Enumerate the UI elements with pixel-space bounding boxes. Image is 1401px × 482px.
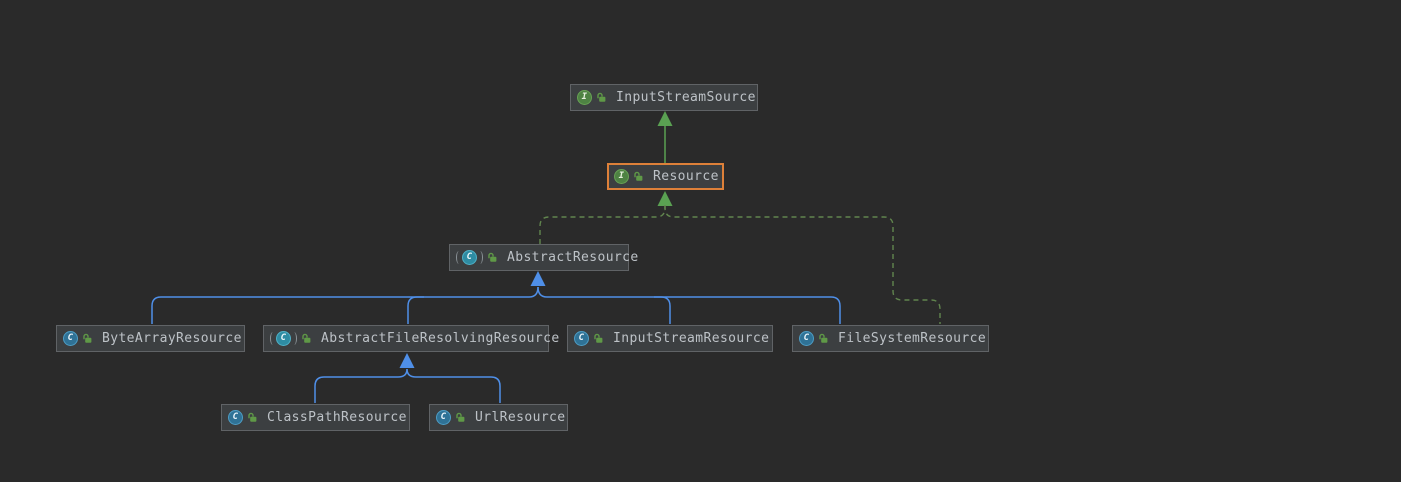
arrowhead-abstractresource [530, 271, 546, 286]
class-icon-letter: C [232, 412, 239, 422]
node-resource[interactable]: I Resource [607, 163, 724, 190]
node-url-resource[interactable]: C UrlResource [429, 404, 568, 431]
arrowhead-abstractfileresolvingresource [399, 353, 415, 368]
public-lock-icon [818, 333, 829, 344]
node-input-stream-resource[interactable]: C InputStreamResource [567, 325, 773, 352]
abstract-class-icon: C [270, 331, 297, 346]
arrowhead-resource [657, 191, 673, 206]
node-abstract-file-resolving-resource[interactable]: C AbstractFileResolvingResource [263, 325, 559, 352]
abstract-paren-right [478, 251, 483, 264]
edge-bytearrayresource-extends-abstractresource [151, 286, 539, 324]
class-icon: C [799, 331, 814, 346]
node-byte-array-resource[interactable]: C ByteArrayResource [56, 325, 245, 352]
class-icon: C [228, 410, 243, 425]
abstract-paren-left [456, 251, 461, 264]
edge-abstractresource-implements-resource [539, 205, 666, 244]
edge-abstractfileresolvingresource-extends-abstractresource [407, 296, 424, 324]
class-icon: C [63, 331, 78, 346]
public-lock-icon [455, 412, 466, 423]
public-lock-icon [487, 252, 498, 263]
class-name-label: InputStreamSource [616, 90, 756, 105]
class-name-label: ClassPathResource [267, 410, 407, 425]
edge-filesystemresource-extends-abstractresource [537, 286, 841, 324]
class-name-label: AbstractResource [507, 250, 639, 265]
class-icon: C [436, 410, 451, 425]
class-icon-letter: C [466, 252, 473, 262]
class-icon-letter: C [803, 333, 810, 343]
abstract-paren-right [292, 332, 297, 345]
interface-icon-letter: I [581, 92, 588, 102]
class-icon: C [574, 331, 589, 346]
class-name-label: UrlResource [475, 410, 566, 425]
class-name-label: Resource [653, 169, 719, 184]
class-icon: C [462, 250, 477, 265]
arrowhead-inputstreamsource [657, 111, 673, 126]
interface-icon: I [577, 90, 592, 105]
node-input-stream-source[interactable]: I InputStreamSource [570, 84, 758, 111]
public-lock-icon [82, 333, 93, 344]
public-lock-icon [633, 171, 644, 182]
edge-urlresource-extends-abstractfileresolvingresource [406, 368, 501, 403]
node-abstract-resource[interactable]: C AbstractResource [449, 244, 638, 271]
class-icon-letter: C [280, 333, 287, 343]
public-lock-icon [301, 333, 312, 344]
edge-filesystemresource-implements-resource [664, 205, 941, 324]
edge-classpathresource-extends-abstractfileresolvingresource [314, 368, 408, 403]
public-lock-icon [593, 333, 604, 344]
class-icon: C [276, 331, 291, 346]
abstract-paren-left [270, 332, 275, 345]
public-lock-icon [247, 412, 258, 423]
node-file-system-resource[interactable]: C FileSystemResource [792, 325, 989, 352]
interface-icon-letter: I [618, 171, 625, 181]
edge-inputstreamresource-extends-abstractresource [654, 296, 671, 324]
class-icon-letter: C [578, 333, 585, 343]
class-name-label: InputStreamResource [613, 331, 770, 346]
abstract-class-icon: C [456, 250, 483, 265]
node-class-path-resource[interactable]: C ClassPathResource [221, 404, 410, 431]
class-icon-letter: C [67, 333, 74, 343]
class-name-label: FileSystemResource [838, 331, 987, 346]
class-icon-letter: C [440, 412, 447, 422]
public-lock-icon [596, 92, 607, 103]
interface-icon: I [614, 169, 629, 184]
class-name-label: ByteArrayResource [102, 331, 242, 346]
class-name-label: AbstractFileResolvingResource [321, 331, 560, 346]
